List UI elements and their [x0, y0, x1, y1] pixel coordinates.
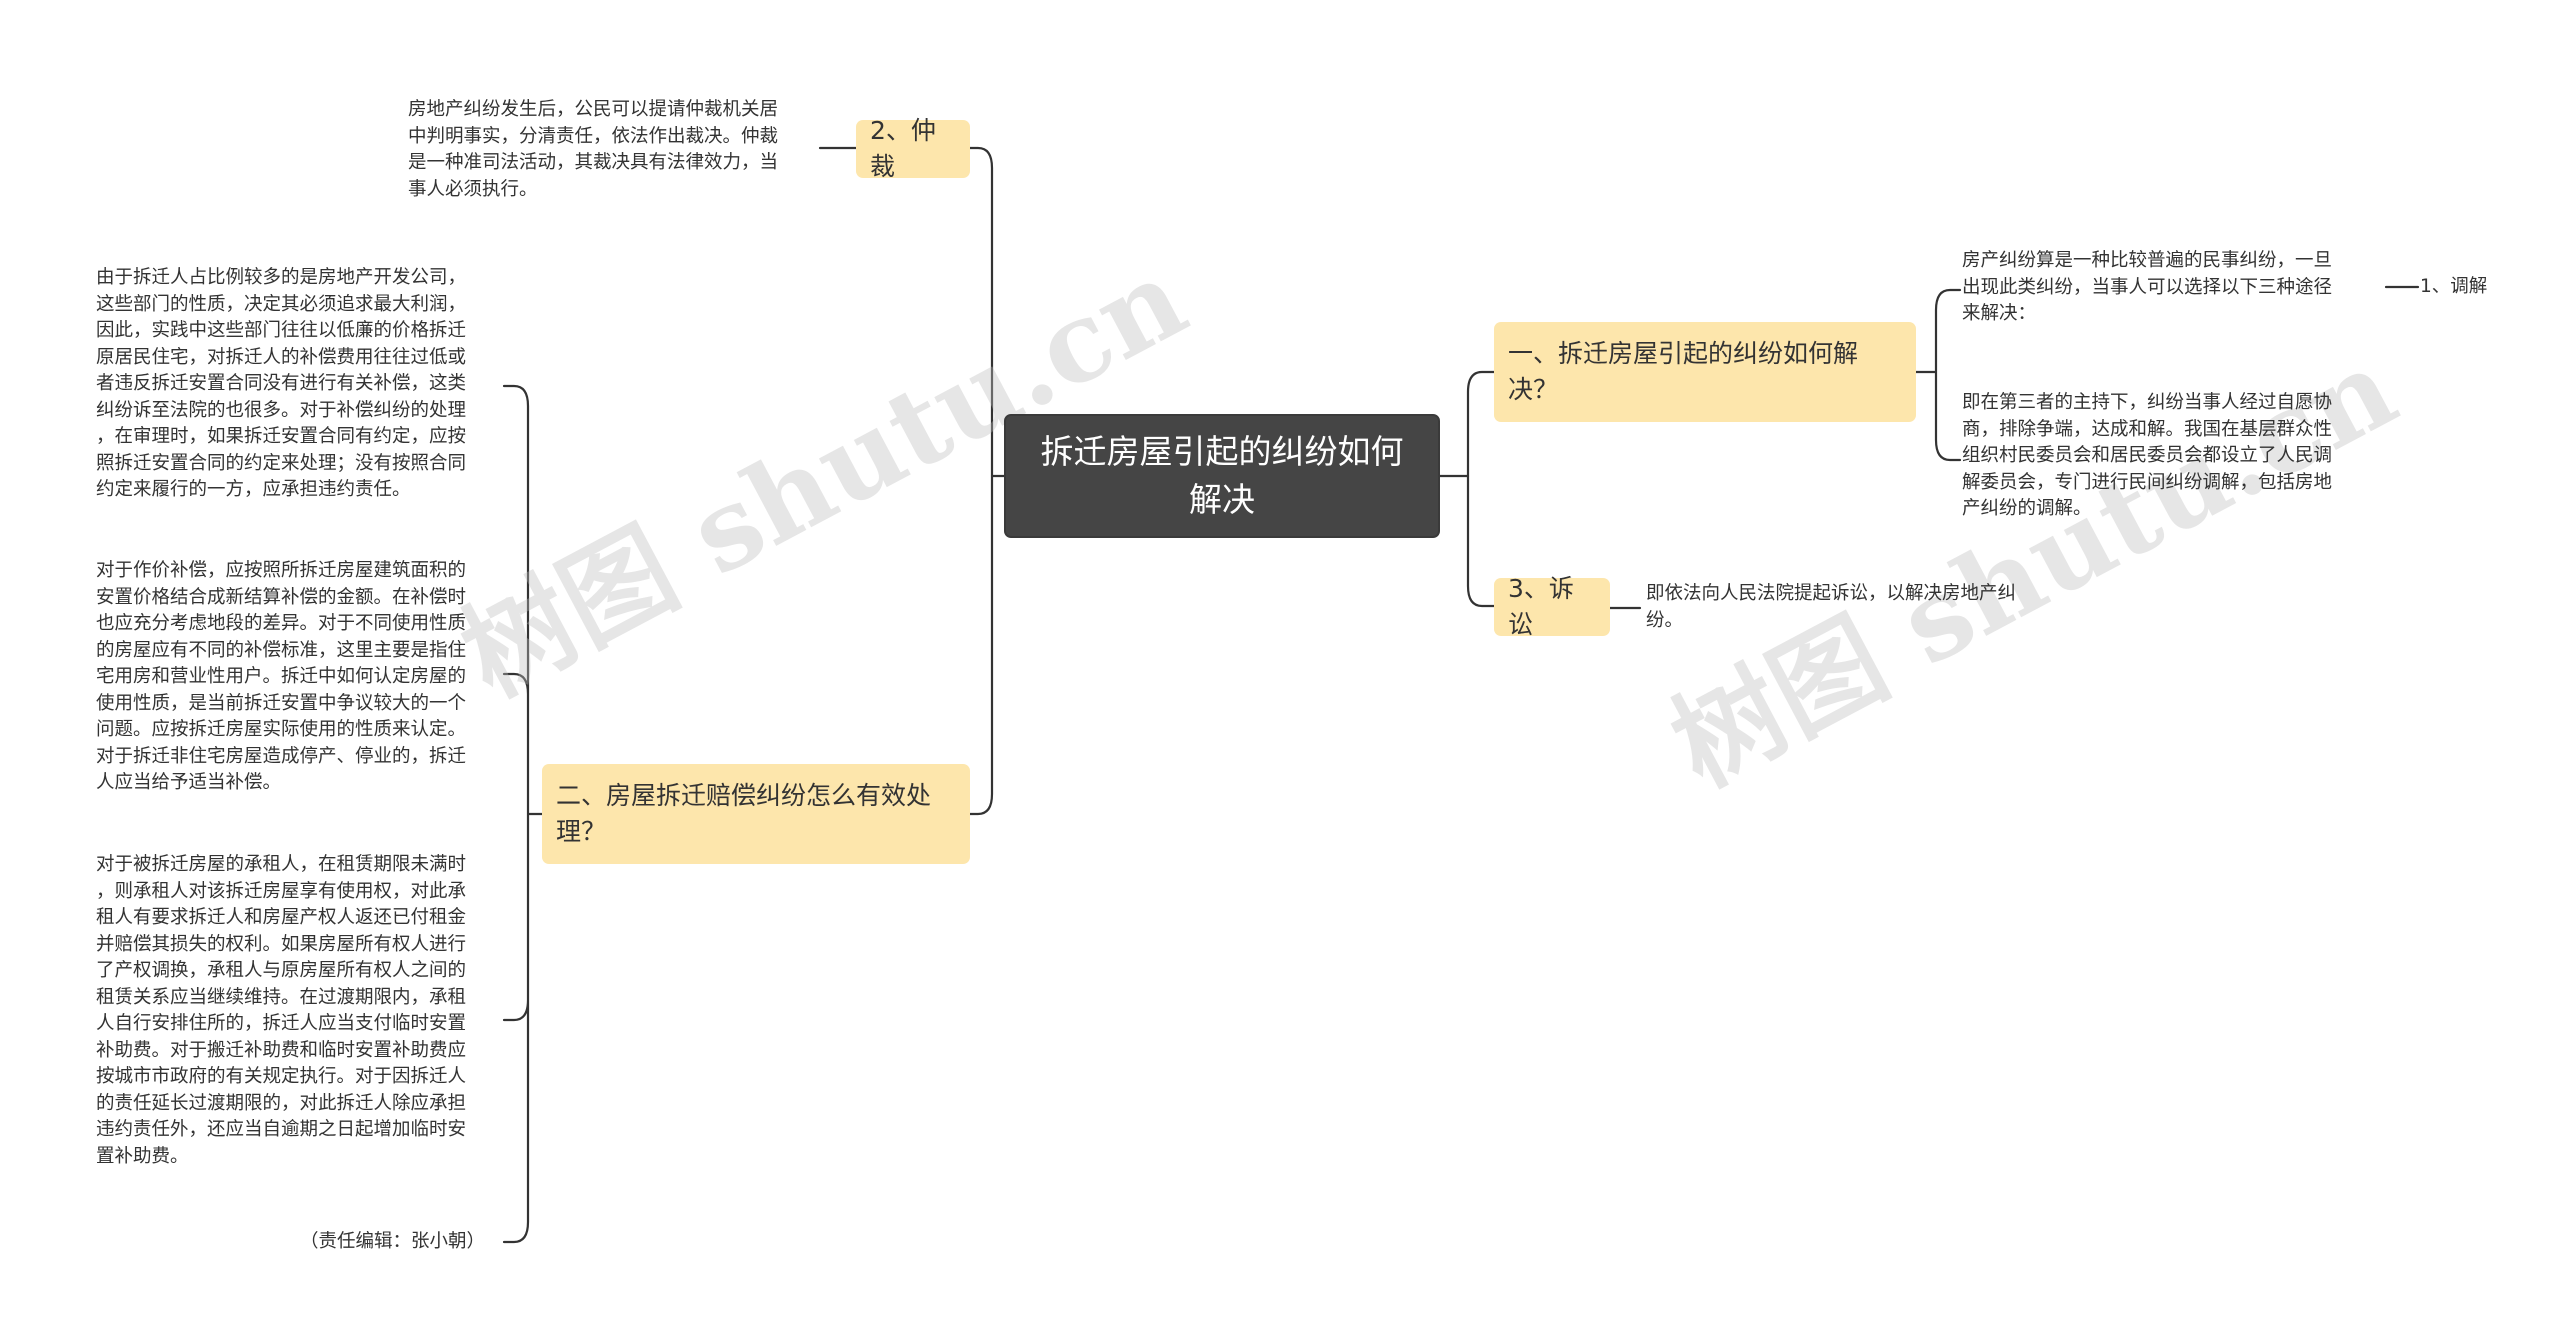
root-node[interactable]: 拆迁房屋引起的纠纷如何解决	[1004, 414, 1440, 538]
root-node-label: 拆迁房屋引起的纠纷如何解决	[1040, 432, 1404, 519]
leaf-editor-note: （责任编辑：张小朝）	[300, 1231, 486, 1252]
branch-dispute-resolution-label: 一、拆迁房屋引起的纠纷如何解决？	[1508, 339, 1859, 404]
connector-left-spine	[968, 146, 994, 816]
branch-compensation-disputes-label: 二、房屋拆迁赔偿纠纷怎么有效处理？	[556, 781, 932, 846]
connector-b4-children	[502, 384, 544, 1244]
branch-compensation-disputes[interactable]: 二、房屋拆迁赔偿纠纷怎么有效处理？	[542, 764, 970, 864]
connector-b1-children	[1914, 288, 1962, 462]
branch-litigation-label: 3、诉讼	[1508, 574, 1574, 639]
leaf-mediation-title: 1、调解	[2420, 276, 2488, 297]
leaf-compensation-paragraph-1: 由于拆迁人占比例较多的是房地产开发公司， 这些部门的性质，决定其必须追求最大利润…	[96, 267, 467, 500]
branch-litigation[interactable]: 3、诉讼	[1494, 574, 1610, 639]
leaf-compensation-paragraph-3: 对于被拆迁房屋的承租人，在租赁期限未满时 ，则承租人对该拆迁房屋享有使用权，对此…	[96, 854, 467, 1167]
leaf-litigation-text: 即依法向人民法院提起诉讼，以解决房地产纠 纷。	[1646, 583, 2017, 631]
leaf-compensation-paragraph-2: 对于作价补偿，应按照所拆迁房屋建筑面积的 安置价格结合成新结算补偿的金额。在补偿…	[96, 560, 467, 793]
leaf-mediation-text: 即在第三者的主持下，纠纷当事人经过自愿协 商，排除争端，达成和解。我国在基层群众…	[1962, 392, 2333, 519]
branch-arbitration[interactable]: 2、仲裁	[856, 116, 970, 181]
branch-arbitration-label: 2、仲裁	[870, 116, 936, 181]
leaf-arbitration-text: 房地产纠纷发生后，公民可以提请仲裁机关居 中判明事实，分清责任，依法作出裁决。仲…	[408, 99, 779, 200]
leaf-dispute-intro: 房产纠纷算是一种比较普遍的民事纠纷，一旦 出现此类纠纷，当事人可以选择以下三种途…	[1962, 250, 2333, 324]
connector-right-spine	[1466, 370, 1496, 608]
branch-dispute-resolution[interactable]: 一、拆迁房屋引起的纠纷如何解决？	[1494, 322, 1916, 422]
